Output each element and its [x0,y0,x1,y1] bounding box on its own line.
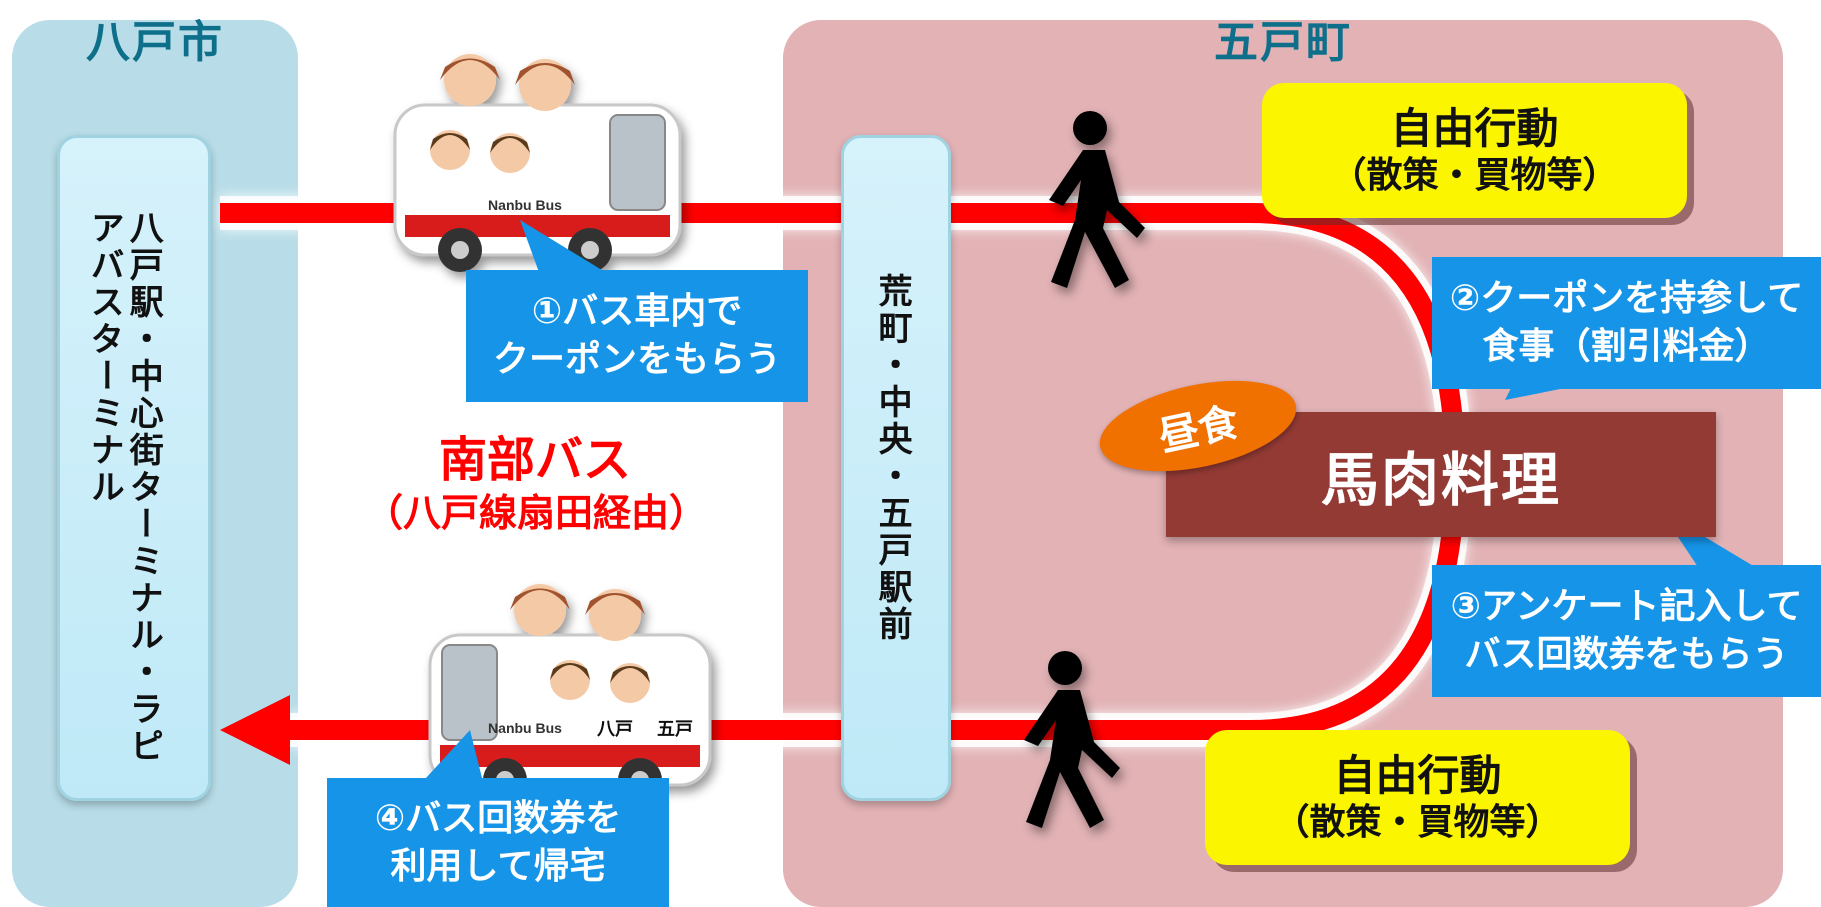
bus-sign-to: 五戸 [657,719,693,740]
bus-with-family-icon: Nanbu Bus 八戸 五戸 [428,584,712,802]
bus-company-label: 南部バス （八戸線扇田経由） [365,432,708,537]
gonohe-stop-name: 荒町・中央・五戸駅前 [872,273,913,643]
hachinohe-stop-name: 八戸駅・中心街ターミナル・ラピアバスターミナル [84,210,164,765]
bus-sign-operator: Nanbu Bus [488,720,562,736]
bus-company-name: 南部バス [438,432,631,488]
callout-step2-line1: ②クーポンを持参して [1449,278,1804,320]
callout-step1: ①バス車内で クーポンをもらう [466,270,808,402]
callout-tail-step1 [520,220,610,275]
walking-person-icon [1049,111,1145,288]
walking-person-icon [1024,651,1120,828]
callout-step1-line1: ①バス車内で [531,291,743,333]
callout-step3-line1: ③アンケート記入して [1450,586,1803,628]
free-action-detail: （散策・買物等） [1273,802,1562,844]
arrow-left-icon [220,695,290,765]
gonohe-region-title: 五戸町 [1214,17,1352,68]
callout-step2: ②クーポンを持参して 食事（割引料金） [1432,257,1821,389]
callout-step1-line2: クーポンをもらう [492,339,781,380]
gonohe-stop-panel: 荒町・中央・五戸駅前 [841,135,951,801]
callout-step3: ③アンケート記入して バス回数券をもらう [1432,565,1821,697]
free-action-title: 自由行動 [1333,750,1502,800]
bus-sign-from: 八戸 [597,719,633,740]
callout-step3-line2: バス回数券をもらう [1464,634,1789,675]
hachinohe-stop-panel: 八戸駅・中心街ターミナル・ラピアバスターミナル [57,135,211,801]
callout-step4-line2: 利用して帰宅 [390,845,606,887]
callout-step4-line1: ④バス回数券を [374,797,622,839]
hachinohe-region-title: 八戸市 [86,17,224,68]
bus-sign-operator: Nanbu Bus [488,197,562,213]
callout-step4: ④バス回数券を 利用して帰宅 [327,778,669,907]
free-action-detail: （散策・買物等） [1330,155,1619,197]
free-action-box-bottom: 自由行動 （散策・買物等） [1205,730,1630,865]
callout-tail-step4 [415,730,485,790]
free-action-box-top: 自由行動 （散策・買物等） [1262,83,1687,218]
meal-name: 馬肉料理 [1320,445,1561,514]
bus-with-family-icon: Nanbu Bus [393,54,682,272]
bus-route-name: （八戸線扇田経由） [365,490,708,535]
lunch-badge-label: 昼食 [1154,399,1243,461]
callout-step2-line2: 食事（割引料金） [1482,326,1771,367]
free-action-title: 自由行動 [1390,103,1559,153]
